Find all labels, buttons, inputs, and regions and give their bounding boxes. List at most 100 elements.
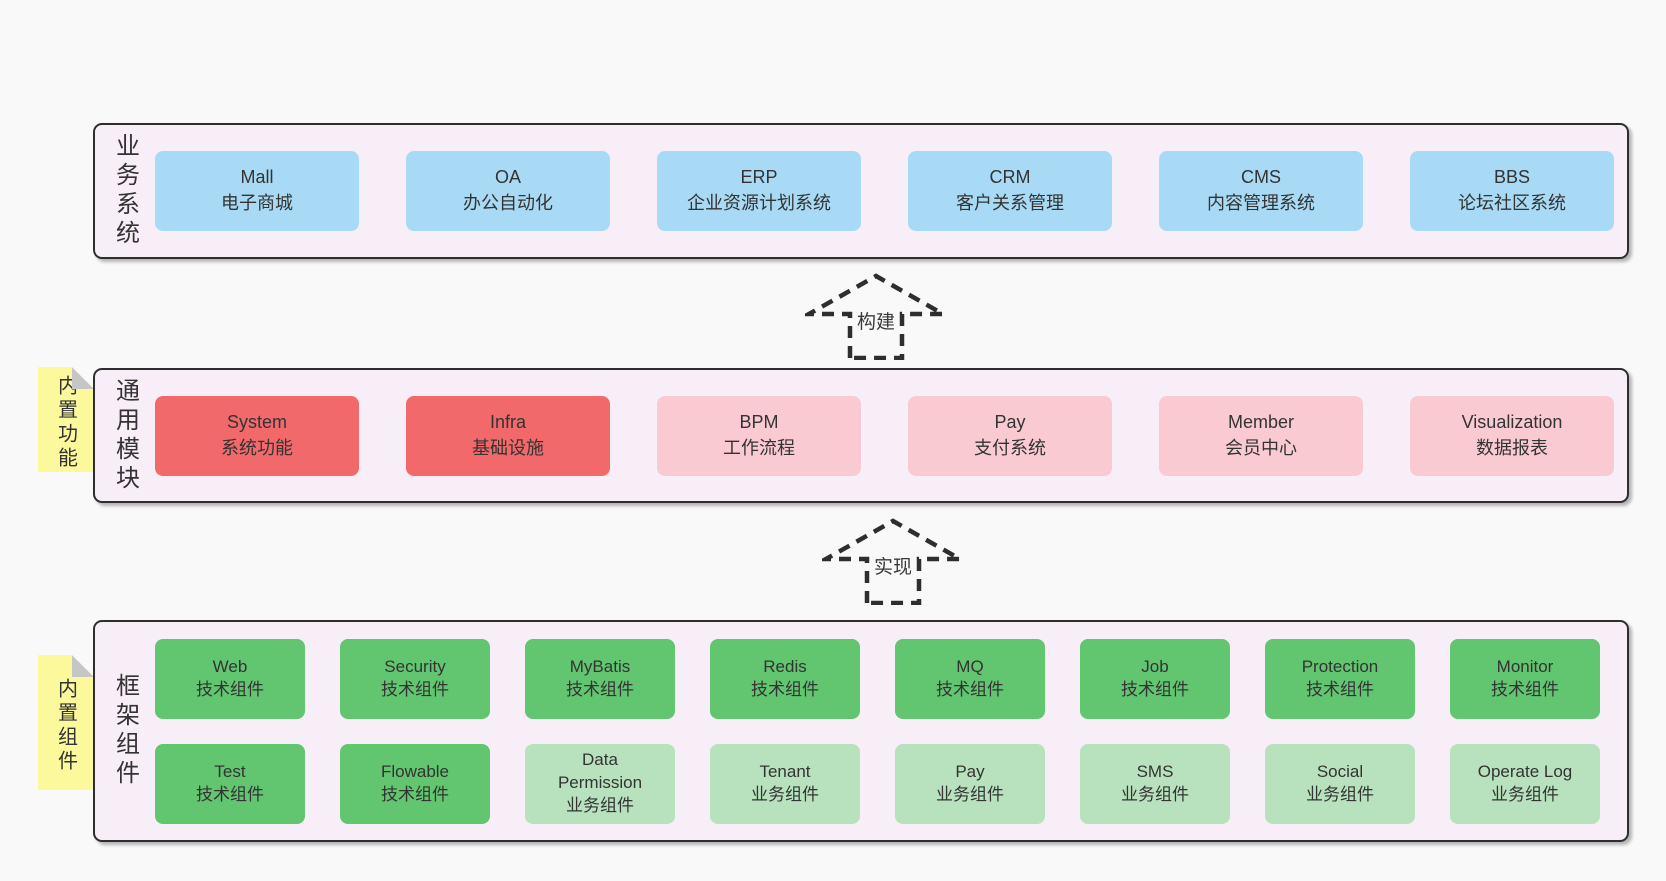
box-member: Member 会员中心 [1159,395,1363,476]
band-business-systems: 业务系统 Mall 电子商城 OA 办公自动化 ERP 企业资源计划系统 CRM… [93,123,1629,259]
box-social: Social 业务组件 [1265,743,1415,824]
box-job-sub: 技术组件 [1121,679,1189,699]
sticky-builtin-components-label: 内置组件 [54,677,77,774]
box-tenant-sub: 业务组件 [751,784,819,804]
box-redis-name: Redis [763,656,807,676]
box-pay-sub: 支付系统 [974,437,1046,458]
box-redis-sub: 技术组件 [751,679,819,699]
box-system: System 系统功能 [155,395,359,476]
box-tenant-name: Tenant [759,761,811,781]
box-mq-name: MQ [956,656,984,676]
box-operate-log-name: Operate Log [1477,761,1573,781]
box-sms: SMS 业务组件 [1080,743,1230,824]
box-oa: OA 办公自动化 [406,151,610,231]
box-crm-sub: 客户关系管理 [956,193,1064,213]
box-infra: Infra 基础设施 [406,395,610,476]
box-member-name: Member [1227,411,1294,432]
box-bbs: BBS 论坛社区系统 [1410,151,1614,231]
box-monitor-name: Monitor [1496,656,1554,676]
box-bpm: BPM 工作流程 [657,395,861,476]
box-sms-sub: 业务组件 [1121,784,1189,804]
box-mq: MQ 技术组件 [895,638,1045,719]
box-security-name: Security [384,656,446,676]
box-visualization-sub: 数据报表 [1476,437,1548,458]
common-modules-row: System 系统功能 Infra 基础设施 BPM 工作流程 Pay 支付系统… [155,370,1627,501]
box-infra-sub: 基础设施 [472,437,544,458]
box-pay-business-sub: 业务组件 [936,784,1004,804]
sticky-note-builtin-features: 内置功能 [38,367,94,472]
arrow-build: 构建 [805,272,947,360]
box-visualization: Visualization 数据报表 [1410,395,1614,476]
box-flowable: Flowable 技术组件 [340,743,490,824]
box-social-name: Social [1316,761,1364,781]
box-test-sub: 技术组件 [196,784,264,804]
box-cms-name: CMS [1241,167,1281,188]
box-mq-sub: 技术组件 [936,679,1004,699]
box-system-name: System [226,411,287,432]
box-operate-log: Operate Log 业务组件 [1450,743,1600,824]
box-system-sub: 系统功能 [221,437,293,458]
sticky-builtin-features-label: 内置功能 [54,374,77,471]
box-erp: ERP 企业资源计划系统 [657,151,861,231]
box-pay: Pay 支付系统 [908,395,1112,476]
framework-components-grid: Web 技术组件 Security 技术组件 MyBatis 技术组件 Redi… [155,622,1627,840]
band-common-modules: 通用模块 System 系统功能 Infra 基础设施 BPM 工作流程 Pay… [93,368,1629,503]
box-protection-sub: 技术组件 [1306,679,1374,699]
sticky-note-builtin-components: 内置组件 [38,655,94,790]
box-oa-sub: 办公自动化 [463,193,553,213]
box-erp-sub: 企业资源计划系统 [687,193,831,213]
box-protection: Protection 技术组件 [1265,638,1415,719]
box-mall-sub: 电子商城 [221,193,293,213]
box-social-sub: 业务组件 [1306,784,1374,804]
band-common-modules-title: 通用模块 [111,377,139,494]
box-web: Web 技术组件 [155,638,305,719]
band-framework-components-title: 框架组件 [111,673,139,789]
box-operate-log-sub: 业务组件 [1491,784,1559,804]
box-bbs-sub: 论坛社区系统 [1458,193,1566,213]
box-mall: Mall 电子商城 [155,151,359,231]
band-framework-components: 框架组件 Web 技术组件 Security 技术组件 MyBatis 技术组件… [93,620,1629,842]
box-monitor-sub: 技术组件 [1491,679,1559,699]
box-bpm-sub: 工作流程 [723,437,795,458]
box-redis: Redis 技术组件 [710,638,860,719]
box-infra-name: Infra [489,411,527,432]
box-data-permission: Data Permission 业务组件 [525,743,675,824]
box-job-name: Job [1141,656,1169,676]
box-sms-name: SMS [1136,761,1174,781]
band-business-systems-title: 业务系统 [111,133,139,249]
arrow-implement-label: 实现 [869,557,917,580]
folded-corner-icon [72,367,94,389]
box-data-permission-sub: 业务组件 [566,795,634,815]
folded-corner-icon [72,655,94,677]
box-flowable-sub: 技术组件 [381,784,449,804]
box-mall-name: Mall [240,167,274,188]
box-tenant: Tenant 业务组件 [710,743,860,824]
box-data-permission-name: Data Permission [557,750,643,793]
box-job: Job 技术组件 [1080,638,1230,719]
box-mybatis: MyBatis 技术组件 [525,638,675,719]
up-arrow-icon [822,518,964,605]
box-bbs-name: BBS [1493,167,1531,188]
box-security: Security 技术组件 [340,638,490,719]
box-pay-business-name: Pay [955,761,985,781]
box-cms-sub: 内容管理系统 [1207,193,1315,213]
box-visualization-name: Visualization [1461,411,1563,432]
box-pay-business: Pay 业务组件 [895,743,1045,824]
box-crm-name: CRM [989,167,1031,188]
box-web-name: Web [212,656,248,676]
box-test: Test 技术组件 [155,743,305,824]
box-cms: CMS 内容管理系统 [1159,151,1363,231]
box-oa-name: OA [494,167,521,188]
box-mybatis-sub: 技术组件 [566,679,634,699]
box-monitor: Monitor 技术组件 [1450,638,1600,719]
box-test-name: Test [214,761,246,781]
business-systems-row: Mall 电子商城 OA 办公自动化 ERP 企业资源计划系统 CRM 客户关系… [155,125,1627,257]
box-mybatis-name: MyBatis [569,656,631,676]
box-flowable-name: Flowable [380,761,450,781]
up-arrow-icon [805,273,947,360]
box-protection-name: Protection [1301,656,1379,676]
box-security-sub: 技术组件 [381,679,449,699]
box-erp-name: ERP [740,167,778,188]
box-member-sub: 会员中心 [1225,437,1297,458]
